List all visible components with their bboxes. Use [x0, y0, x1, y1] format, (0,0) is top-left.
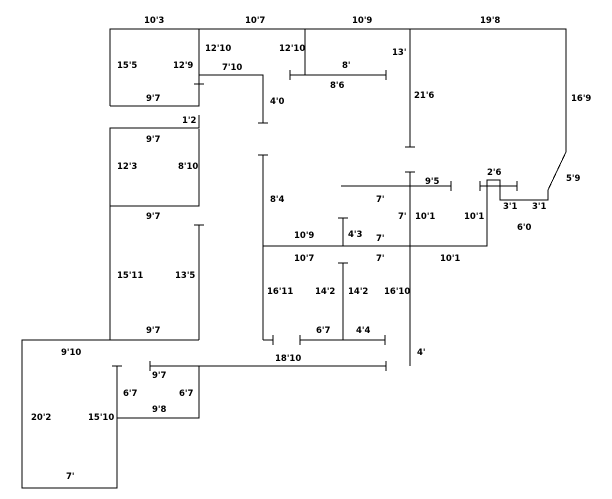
wall — [110, 84, 200, 107]
dimension-label: 10'9 — [294, 231, 314, 241]
dimension-label: 16'9 — [571, 94, 591, 104]
dimension-label: 9'7 — [146, 135, 161, 145]
wall — [21, 115, 200, 489]
dimension-label: 12'10 — [205, 44, 231, 54]
dimension-label: 12'3 — [117, 162, 137, 172]
dimension-label: 7' — [376, 254, 385, 264]
dimension-label: 10'9 — [352, 16, 372, 26]
dimension-label: 8'6 — [330, 81, 345, 91]
dimension-label: 9'8 — [152, 405, 167, 415]
dimension-label: 6'0 — [517, 223, 532, 233]
dimension-label: 9'7 — [146, 212, 161, 222]
dimension-label: 13' — [392, 48, 406, 58]
dimension-label: 9'7 — [152, 371, 167, 381]
dimension-label: 3'1 — [503, 202, 518, 212]
dimension-label: 1'2 — [182, 116, 197, 126]
dimension-label: 7' — [376, 234, 385, 244]
dimension-label: 6'7 — [123, 389, 138, 399]
dimension-label: 15'10 — [88, 413, 114, 423]
dimension-label: 8'10 — [178, 162, 198, 172]
dimension-label: 6'7 — [179, 389, 194, 399]
dimension-label: 7' — [66, 472, 75, 482]
dimension-label: 8' — [342, 61, 351, 71]
dimension-label: 6'7 — [316, 326, 331, 336]
dimension-label: 4'3 — [348, 230, 363, 240]
dimension-label: 21'6 — [414, 91, 434, 101]
dimension-label: 9'10 — [61, 348, 81, 358]
dimension-label: 20'2 — [31, 413, 51, 423]
dimension-label: 5'9 — [566, 174, 581, 184]
dimension-label: 12'10 — [279, 44, 305, 54]
dimension-label: 13'5 — [175, 271, 195, 281]
dimension-label: 9'7 — [146, 94, 161, 104]
dimension-label: 4'4 — [356, 326, 371, 336]
dimension-label: 10'7 — [294, 254, 314, 264]
dimension-label: 19'8 — [480, 16, 500, 26]
dimension-label: 8'4 — [270, 195, 285, 205]
dimension-labels: 10'3 10'7 10'9 19'8 15'5 12'9 12'10 12'1… — [31, 16, 591, 482]
dimension-label: 16'11 — [267, 287, 293, 297]
dimension-label: 14'2 — [348, 287, 368, 297]
dimension-label: 4'0 — [270, 97, 285, 107]
dimension-label: 9'5 — [425, 177, 440, 187]
dimension-label: 10'7 — [245, 16, 265, 26]
dimension-label: 10'1 — [440, 254, 460, 264]
dimension-label: 10'3 — [144, 16, 164, 26]
dimension-label: 4' — [417, 348, 426, 358]
dimension-label: 9'7 — [146, 326, 161, 336]
dimension-label: 2'6 — [487, 168, 502, 178]
dimension-label: 15'11 — [117, 271, 143, 281]
dimension-label: 12'9 — [173, 61, 193, 71]
dimension-label: 7' — [376, 195, 385, 205]
wall — [109, 28, 567, 247]
walls — [21, 28, 567, 489]
dimension-label: 14'2 — [315, 287, 335, 297]
dimension-label: 18'10 — [275, 354, 301, 364]
wall — [199, 74, 264, 123]
dimension-label: 7'10 — [222, 63, 242, 73]
wall — [117, 366, 200, 419]
dimension-label: 7' — [398, 212, 407, 222]
wall — [110, 129, 200, 207]
dimension-label: 10'1 — [415, 212, 435, 222]
dimension-label: 3'1 — [532, 202, 547, 212]
dimension-label: 10'1 — [464, 212, 484, 222]
dimension-label: 15'5 — [117, 61, 137, 71]
dimension-label: 16'10 — [384, 287, 410, 297]
